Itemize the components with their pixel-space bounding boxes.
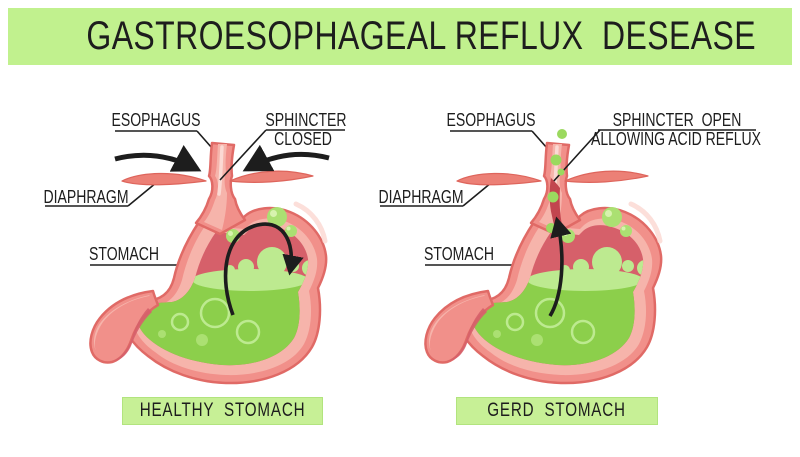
gerd-stomach-extras [546, 129, 756, 317]
label-diaphragm-right: DIAPHRAGM [378, 187, 464, 207]
pressure-arrow-right [242, 144, 330, 172]
title-banner: GASTROESOPHAGEAL REFLUX DESEASE [8, 8, 792, 65]
caption-gerd-stomach-text: GERD STOMACH [487, 400, 627, 421]
acid-contained-arrow [223, 222, 304, 316]
acid-reflux-arrow [548, 216, 572, 317]
gerd-stomach-figure [380, 131, 665, 383]
caption-healthy-stomach: HEALTHY STOMACH [122, 397, 323, 425]
healthy-stomach-figure [45, 131, 330, 383]
label-diaphragm-left: DIAPHRAGM [43, 187, 129, 207]
label-sphincter-left-line2: CLOSED [274, 129, 332, 149]
label-sphincter-right-line1: SPHINCTER OPEN [612, 110, 742, 130]
label-esophagus-left: ESOPHAGUS [111, 110, 201, 130]
label-esophagus-right: ESOPHAGUS [446, 110, 536, 130]
label-stomach-left: STOMACH [89, 244, 159, 264]
healthy-stomach-extras [114, 129, 345, 316]
caption-healthy-stomach-text: HEALTHY STOMACH [139, 400, 306, 421]
reflux-bubbles [546, 129, 567, 233]
label-sphincter-left-line1: SPHINCTER [265, 110, 347, 130]
label-sphincter-right-line2: ALLOWING ACID REFLUX [590, 129, 762, 149]
pressure-arrow-left [114, 145, 202, 172]
label-stomach-right: STOMACH [424, 244, 494, 264]
caption-gerd-stomach: GERD STOMACH [456, 397, 658, 425]
